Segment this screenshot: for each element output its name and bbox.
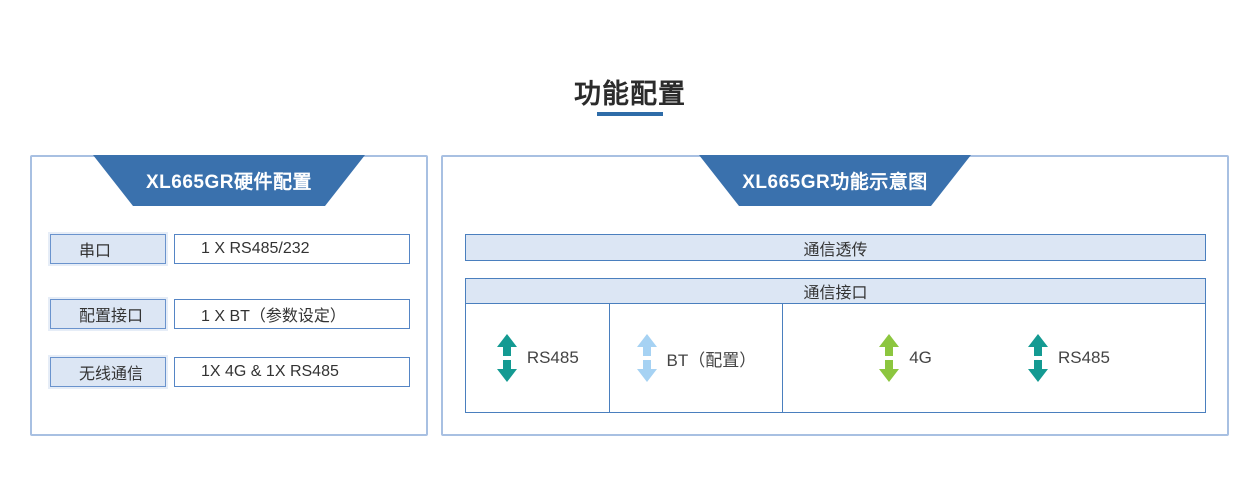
hardware-config-panel: XL665GR硬件配置 串口 1 X RS485/232 配置接口 1 X BT… — [30, 155, 428, 436]
hardware-config-header: XL665GR硬件配置 — [93, 155, 365, 206]
wireless-comm-label: 无线通信 — [50, 357, 166, 387]
serial-port-label: 串口 — [50, 234, 166, 264]
communication-interface-table: 通信接口 RS485 — [465, 278, 1206, 413]
hardware-row-wireless: 无线通信 1X 4G & 1X RS485 — [32, 357, 426, 387]
config-interface-label: 配置接口 — [50, 299, 166, 329]
4g-label: 4G — [909, 348, 932, 367]
bt-label: BT（配置） — [666, 350, 757, 370]
title-underline — [597, 112, 663, 116]
hardware-row-serial: 串口 1 X RS485/232 — [32, 234, 426, 264]
config-interface-value: 1 X BT（参数设定） — [174, 299, 410, 329]
communication-interface-header: 通信接口 — [466, 279, 1205, 304]
interface-cell-rs485: RS485 — [466, 304, 610, 412]
bt-updown-arrow-icon — [636, 334, 657, 382]
function-schematic-title: XL665GR功能示意图 — [742, 172, 928, 193]
interface-cell-bt: BT（配置） — [610, 304, 784, 412]
rs485-label: RS485 — [526, 348, 579, 367]
interface-item-4g: 4G — [878, 334, 932, 382]
page-title: 功能配置 — [574, 79, 686, 109]
4g-updown-arrow-icon — [879, 334, 900, 382]
serial-port-value: 1 X RS485/232 — [174, 234, 410, 264]
rs485-updown-arrow-icon — [496, 334, 517, 382]
interface-item-rs485-2: RS485 — [1027, 334, 1110, 382]
transparent-transmission-bar: 通信透传 — [465, 234, 1206, 261]
function-schematic-panel: XL665GR功能示意图 通信透传 通信接口 RS485 — [441, 155, 1229, 436]
hardware-config-title: XL665GR硬件配置 — [146, 172, 312, 193]
rs485-2-label: RS485 — [1057, 348, 1110, 367]
function-schematic-header: XL665GR功能示意图 — [699, 155, 971, 206]
hardware-row-config-interface: 配置接口 1 X BT（参数设定） — [32, 299, 426, 329]
wireless-comm-value: 1X 4G & 1X RS485 — [174, 357, 410, 387]
communication-interface-cells: RS485 BT（配置） — [466, 304, 1205, 412]
interface-cell-wireless: 4G RS485 — [783, 304, 1205, 412]
rs485-2-updown-arrow-icon — [1027, 334, 1048, 382]
